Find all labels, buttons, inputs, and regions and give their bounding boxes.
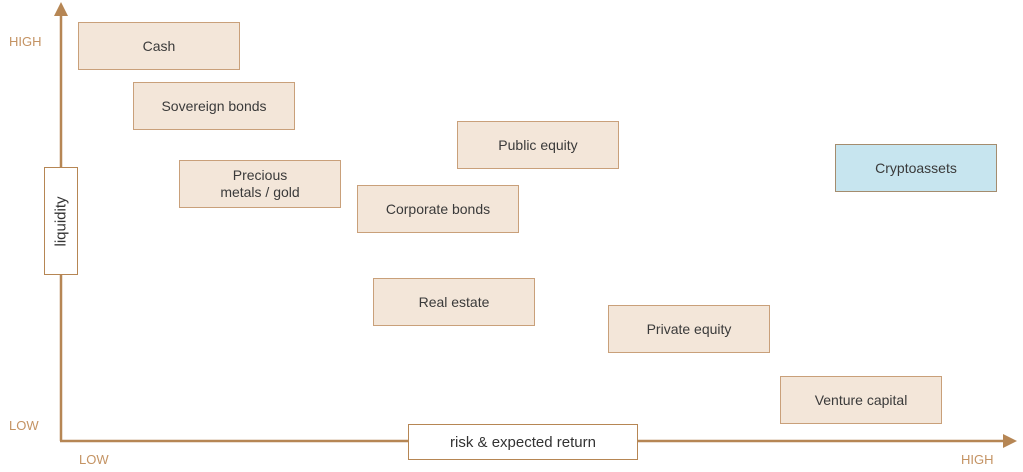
y-axis-title-text: liquidity (52, 195, 70, 247)
asset-box-sovereign-bonds: Sovereign bonds (133, 82, 295, 130)
y-axis-title: liquidity (44, 167, 78, 275)
asset-box-precious-metals-gold: Precious metals / gold (179, 160, 341, 208)
y-axis-low-label: LOW (9, 418, 39, 433)
asset-box-venture-capital: Venture capital (780, 376, 942, 424)
asset-box-private-equity: Private equity (608, 305, 770, 353)
y-axis-arrowhead (54, 2, 68, 16)
x-axis-arrowhead (1003, 434, 1017, 448)
x-axis-title-text: risk & expected return (450, 433, 596, 451)
asset-box-corporate-bonds: Corporate bonds (357, 185, 519, 233)
asset-box-real-estate: Real estate (373, 278, 535, 326)
y-axis-high-label: HIGH (9, 34, 42, 49)
asset-box-cash: Cash (78, 22, 240, 70)
asset-box-cryptoassets: Cryptoassets (835, 144, 997, 192)
x-axis-low-label: LOW (79, 452, 109, 467)
asset-box-public-equity: Public equity (457, 121, 619, 169)
x-axis-high-label: HIGH (961, 452, 994, 467)
x-axis-title: risk & expected return (408, 424, 638, 460)
